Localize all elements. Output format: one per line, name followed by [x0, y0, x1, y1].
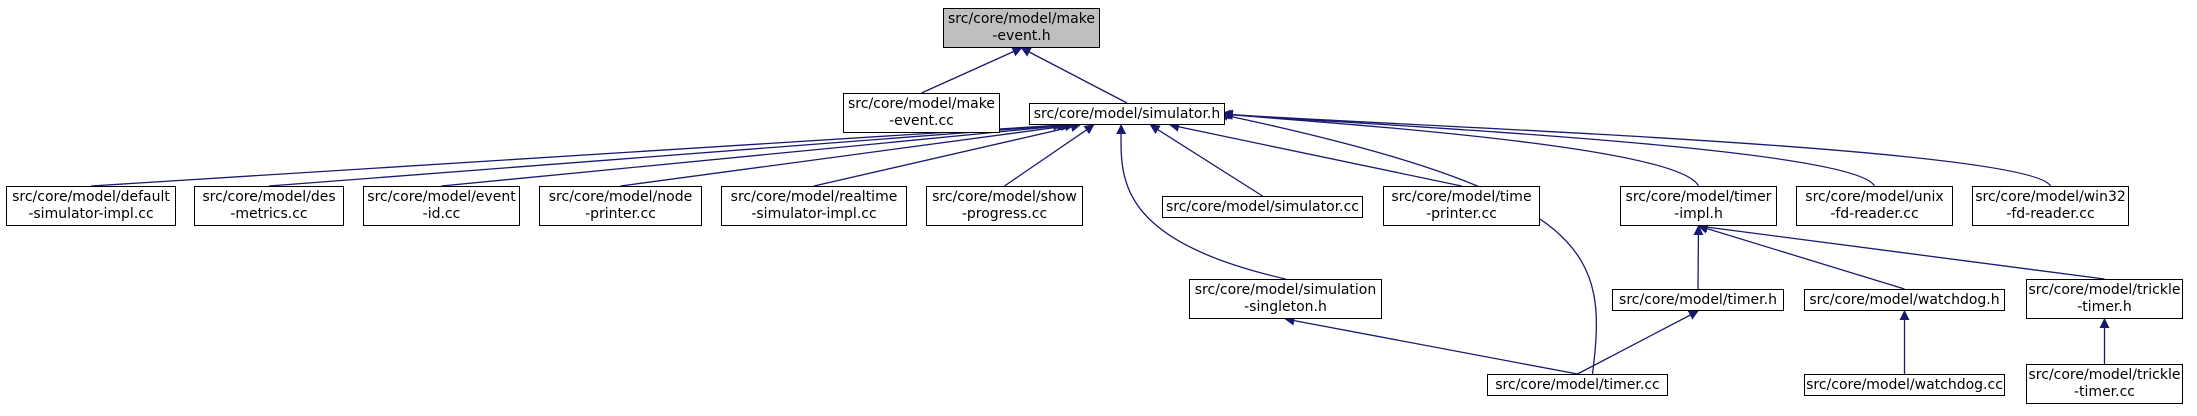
node-label-line2: -printer.cc [1426, 206, 1497, 222]
edge-make-event-h-to-simulator-h [1020, 47, 1128, 104]
node-label-line1: src/core/model/win32 [1975, 189, 2126, 205]
node-label-line2: -timer.h [2077, 299, 2132, 315]
node-label-line2: -fd-reader.cc [2006, 206, 2095, 222]
node-label-line1: src/core/model/simulator.h [1033, 105, 1221, 122]
edge-simulator-h-to-des-metrics [268, 120, 1068, 187]
node-default-sim[interactable]: src/core/model/default-simulator-impl.cc [6, 186, 176, 226]
node-simulator-cc[interactable]: src/core/model/simulator.cc [1162, 196, 1363, 218]
node-label-line1: src/core/model/trickle [2028, 367, 2181, 383]
node-timer-h[interactable]: src/core/model/timer.h [1612, 289, 1784, 311]
edge-simulator-h-to-realtime-sim [813, 122, 1081, 187]
edge-simulator-h-to-default-sim [90, 120, 1064, 187]
node-label-line1: src/core/model/show [932, 189, 1077, 205]
edge-simulator-h-to-win32-fd [1223, 109, 2052, 187]
edge-make-event-h-to-make-event-cc [921, 47, 1023, 94]
node-trickle-h[interactable]: src/core/model/trickle-timer.h [2026, 279, 2183, 319]
node-watchdog-h[interactable]: src/core/model/watchdog.h [1804, 289, 2005, 311]
node-label-line1: src/core/model/default [12, 189, 170, 205]
node-label-line2: -metrics.cc [230, 206, 308, 222]
node-label-line1: src/core/model/realtime [730, 189, 898, 205]
edge-timer-h-to-timer-cc [1577, 310, 1699, 375]
node-watchdog-cc[interactable]: src/core/model/watchdog.cc [1804, 374, 2005, 396]
node-make-event-cc[interactable]: src/core/model/make-event.cc [843, 93, 1000, 133]
node-label-line2: -impl.h [1674, 206, 1723, 222]
node-node-printer[interactable]: src/core/model/node-printer.cc [539, 186, 702, 226]
node-label-line2: -progress.cc [961, 206, 1048, 222]
node-label-line1: src/core/model/simulator.cc [1165, 198, 1360, 215]
node-simulator-h[interactable]: src/core/model/simulator.h [1029, 103, 1225, 125]
edge-simulator-h-to-node-printer [620, 121, 1076, 187]
node-make-event-h[interactable]: src/core/model/make-event.h [943, 8, 1100, 48]
node-label-line2: -id.cc [422, 206, 461, 222]
node-label-line1: src/core/model/des [202, 189, 336, 205]
edge-simulator-h-to-timer-cc [1218, 110, 1597, 375]
node-label-line1: src/core/model/timer.h [1619, 291, 1777, 308]
edge-simulator-h-to-simulator-cc [1149, 124, 1263, 197]
node-label-line2: -simulator-impl.cc [28, 206, 154, 222]
node-label-line1: src/core/model/make [948, 11, 1095, 27]
edge-timer-impl-h-to-watchdog-h [1697, 223, 1905, 290]
edge-simulator-h-to-event-id [441, 120, 1072, 187]
node-des-metrics[interactable]: src/core/model/des-metrics.cc [194, 186, 344, 226]
node-event-id[interactable]: src/core/model/event-id.cc [363, 186, 520, 226]
node-trickle-cc[interactable]: src/core/model/trickle-timer.cc [2026, 364, 2183, 404]
node-time-printer[interactable]: src/core/model/time-printer.cc [1383, 186, 1540, 226]
node-label-line1: src/core/model/watchdog.cc [1806, 376, 2003, 393]
node-label-line1: src/core/model/time [1391, 189, 1532, 205]
node-win32-fd[interactable]: src/core/model/win32-fd-reader.cc [1972, 186, 2129, 226]
node-timer-impl-h[interactable]: src/core/model/timer-impl.h [1620, 186, 1777, 226]
node-label-line2: -fd-reader.cc [1830, 206, 1919, 222]
node-show-progress[interactable]: src/core/model/show-progress.cc [926, 186, 1083, 226]
node-label-line2: -event.h [992, 28, 1051, 44]
node-label-line1: src/core/model/make [848, 96, 995, 112]
node-label-line2: -printer.cc [585, 206, 656, 222]
node-label-line1: src/core/model/trickle [2028, 282, 2181, 298]
node-label-line2: -event.cc [889, 113, 954, 129]
node-label-line2: -simulator-impl.cc [751, 206, 877, 222]
edge-simulator-h-to-timer-impl-h [1220, 109, 1700, 187]
node-label-line1: src/core/model/watchdog.h [1809, 291, 2000, 308]
edge-sim-singleton-to-timer-cc [1284, 315, 1578, 375]
node-realtime-sim[interactable]: src/core/model/realtime-simulator-impl.c… [721, 186, 907, 226]
node-label-line1: src/core/model/unix [1805, 189, 1944, 205]
edge-simulator-h-to-sim-singleton [1116, 124, 1286, 280]
edge-simulator-h-to-show-progress [1004, 124, 1095, 187]
node-label-line1: src/core/model/timer [1625, 189, 1772, 205]
node-label-line2: -timer.cc [2074, 384, 2135, 400]
node-label-line1: src/core/model/node [548, 189, 693, 205]
node-label-line1: src/core/model/timer.cc [1495, 376, 1660, 393]
node-label-line1: src/core/model/simulation [1194, 282, 1377, 298]
node-label-line1: src/core/model/event [367, 189, 516, 205]
edge-simulator-h-to-time-printer [1169, 121, 1462, 187]
node-unix-fd[interactable]: src/core/model/unix-fd-reader.cc [1796, 186, 1953, 226]
edge-timer-impl-h-to-trickle-h [1697, 222, 2105, 280]
node-sim-singleton[interactable]: src/core/model/simulation-singleton.h [1189, 279, 1382, 319]
node-timer-cc[interactable]: src/core/model/timer.cc [1487, 374, 1668, 396]
edge-simulator-h-to-unix-fd [1222, 109, 1876, 187]
edge-timer-impl-h-to-timer-h [1693, 225, 1704, 290]
node-label-line2: -singleton.h [1244, 299, 1327, 315]
